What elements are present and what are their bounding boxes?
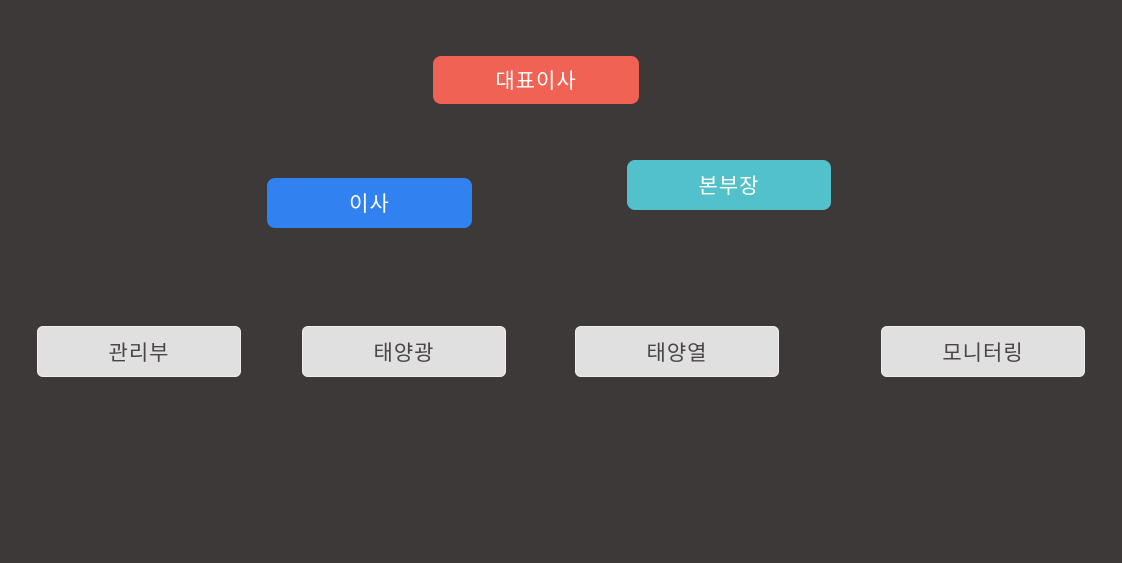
org-node-dept-monitoring[interactable]: 모니터링 bbox=[881, 326, 1085, 377]
org-node-dept-management[interactable]: 관리부 bbox=[37, 326, 241, 377]
org-node-dept-solar-thermal[interactable]: 태양열 bbox=[575, 326, 779, 377]
org-node-division-head[interactable]: 본부장 bbox=[627, 160, 831, 210]
org-node-dept-solar-pv[interactable]: 태양광 bbox=[302, 326, 506, 377]
org-node-director[interactable]: 이사 bbox=[267, 178, 472, 228]
org-node-ceo[interactable]: 대표이사 bbox=[433, 56, 639, 104]
